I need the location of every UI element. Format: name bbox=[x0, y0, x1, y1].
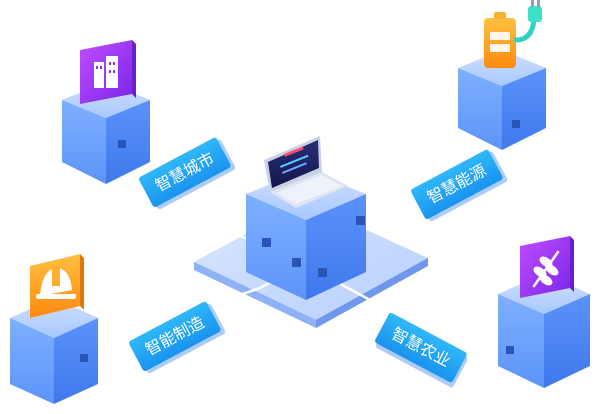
port bbox=[262, 238, 271, 247]
battery-plug-icon bbox=[484, 0, 542, 68]
safety-helmet-icon bbox=[36, 266, 76, 299]
buildings-icon bbox=[94, 56, 118, 88]
port bbox=[292, 258, 301, 267]
port bbox=[318, 268, 327, 277]
laptop-icon bbox=[264, 136, 348, 208]
wire-center-right bbox=[362, 220, 420, 238]
port bbox=[356, 216, 365, 225]
wheat-icon bbox=[532, 250, 560, 288]
manufacturing-cube bbox=[10, 254, 98, 404]
